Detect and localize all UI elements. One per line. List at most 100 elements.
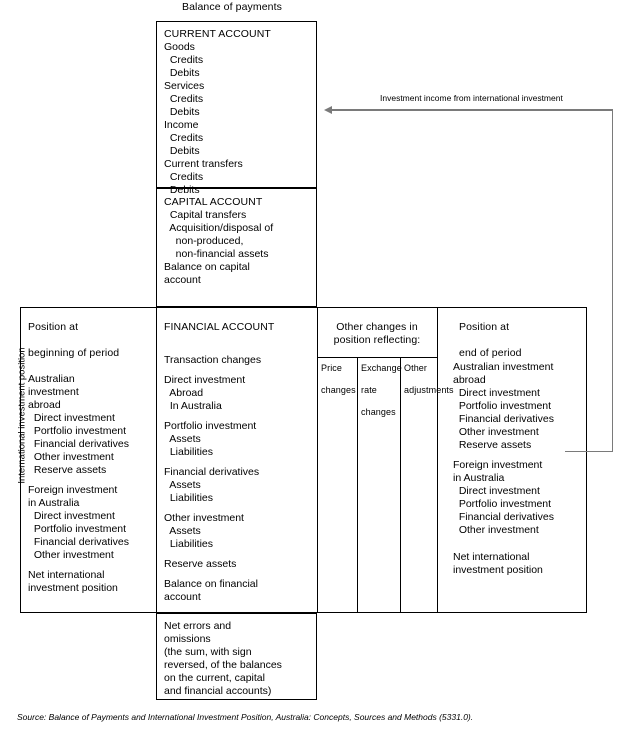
exchange-rate-changes-label-line1: Exchange: [361, 363, 402, 373]
price-changes-label-line2: changes: [321, 385, 356, 395]
capital-account-heading: CAPITAL ACCOUNT: [164, 196, 263, 208]
spacer-line: [164, 551, 274, 558]
text-line: In Australia: [164, 400, 222, 412]
text-line: Acquisition/disposal of: [164, 222, 274, 234]
text-line: Income: [164, 119, 199, 131]
arrow-horizontal-top: [332, 109, 613, 111]
text-line: Financial derivatives: [453, 511, 554, 523]
text-line: and financial accounts): [164, 685, 272, 697]
text-line: Assets: [164, 433, 201, 445]
text-line: Debits: [164, 145, 200, 157]
current-account-box: [156, 21, 317, 188]
text-line: Net international: [453, 551, 530, 563]
text-line: Debits: [164, 184, 200, 196]
text-line: Services: [164, 80, 205, 92]
text-line: Credits: [164, 171, 204, 183]
text-line: Financial derivatives: [453, 413, 554, 425]
column-divider-1: [156, 307, 157, 613]
spacer-line: [164, 459, 274, 466]
text-line: Direct investment: [28, 510, 115, 522]
text-line: in Australia: [453, 472, 505, 484]
price-changes-label-line1: Price: [321, 363, 343, 373]
spacer-line: [164, 413, 274, 420]
text-line: reversed, of the balances: [164, 659, 282, 671]
text-line: Balance on capital: [164, 261, 250, 273]
text-line: investment: [28, 386, 79, 398]
text-line: Net international: [28, 569, 105, 581]
spacer-line: [164, 347, 274, 354]
text-line: Transaction changes: [164, 354, 262, 366]
text-line: Other investment: [453, 524, 539, 536]
text-line: Assets: [164, 525, 201, 537]
position-begin-heading-line2: beginning of period: [28, 347, 120, 359]
text-line: Credits: [164, 93, 204, 105]
text-line: Other investment: [164, 512, 244, 524]
other-changes-col-exchange: Exchange rate changes: [361, 363, 402, 417]
exchange-rate-changes-label-line2: rate: [361, 385, 377, 395]
text-line: Portfolio investment: [164, 420, 257, 432]
text-line: in Australia: [28, 497, 80, 509]
text-line: Assets: [164, 479, 201, 491]
text-line: non-financial assets: [164, 248, 269, 260]
text-line: Goods: [164, 41, 195, 53]
text-line: Reserve assets: [164, 558, 237, 570]
text-line: Liabilities: [164, 446, 214, 458]
spacer-line: [453, 544, 554, 551]
text-line: Abroad: [164, 387, 204, 399]
arrow-label-investment-income: Investment income from international inv…: [380, 93, 563, 103]
column-divider-2: [317, 307, 318, 613]
arrow-head-icon: [324, 106, 332, 114]
spacer-line: [28, 562, 129, 569]
text-line: omissions: [164, 633, 211, 645]
other-changes-subdivider-2: [400, 357, 401, 613]
text-line: Net errors and: [164, 620, 232, 632]
text-line: Direct investment: [28, 412, 115, 424]
capital-account-box: [156, 188, 317, 307]
current-account-heading: CURRENT ACCOUNT: [164, 28, 271, 40]
text-line: Debits: [164, 106, 200, 118]
iip-table-box: [20, 307, 587, 613]
other-changes-col-other: Other adjustments: [404, 363, 454, 395]
text-line: Credits: [164, 54, 204, 66]
position-end-heading: Position at end of period: [459, 321, 522, 359]
text-line: Current transfers: [164, 158, 243, 170]
spacer-line: [164, 505, 274, 512]
text-line: Foreign investment: [453, 459, 543, 471]
spacer-line: [28, 477, 129, 484]
text-line: account: [164, 274, 201, 286]
text-line: investment position: [453, 564, 543, 576]
exchange-rate-changes-label-line3: changes: [361, 407, 396, 417]
text-line: (the sum, with sign: [164, 646, 252, 658]
text-line: Direct investment: [453, 485, 540, 497]
text-line: non-produced,: [164, 235, 244, 247]
capital-account-content: CAPITAL ACCOUNT Capital transfers Acquis…: [164, 196, 273, 287]
text-line: Direct investment: [164, 374, 246, 386]
position-begin-heading-line1: Position at: [28, 321, 79, 333]
text-line: Portfolio investment: [28, 523, 127, 535]
text-line: account: [164, 591, 201, 603]
text-line: Australian investment: [453, 361, 554, 373]
text-line: Portfolio investment: [453, 498, 552, 510]
text-line: Other investment: [28, 549, 114, 561]
text-line: Liabilities: [164, 492, 214, 504]
financial-account-heading: FINANCIAL ACCOUNT: [164, 321, 275, 333]
text-line: Financial derivatives: [28, 536, 129, 548]
text-line: Reserve assets: [453, 439, 532, 451]
arrow-vertical-right: [611, 109, 613, 452]
net-errors-box: [156, 613, 317, 700]
position-begin-content: Position at beginning of period Australi…: [28, 321, 129, 594]
column-divider-3: [437, 307, 438, 613]
text-line: Credits: [164, 132, 204, 144]
text-line: Debits: [164, 67, 200, 79]
other-adjustments-label-line2: adjustments: [404, 385, 454, 395]
other-changes-col-price: Price changes: [321, 363, 357, 395]
text-line: on the current, capital: [164, 672, 265, 684]
text-line: Balance on financial: [164, 578, 258, 590]
other-changes-divider: [317, 357, 437, 358]
spacer-line: [453, 537, 554, 544]
